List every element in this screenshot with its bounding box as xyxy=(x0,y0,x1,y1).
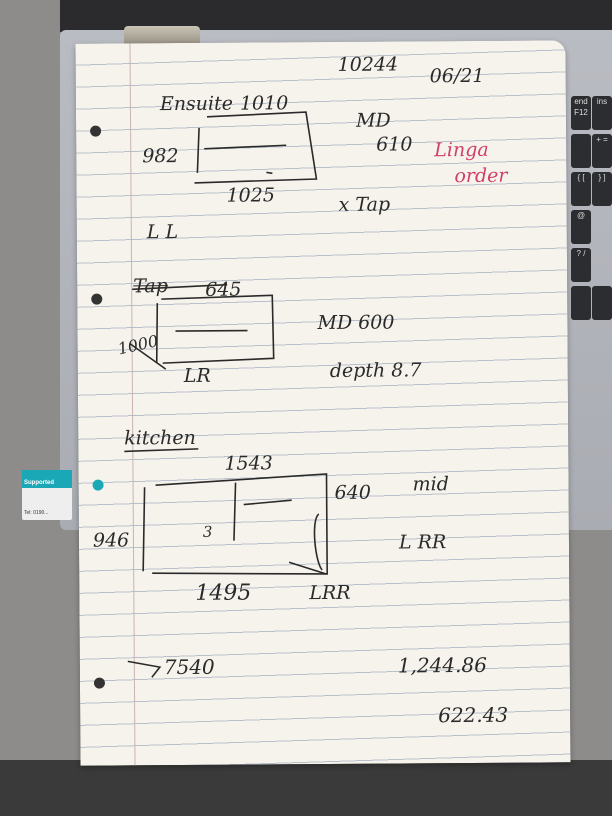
key-bracket-close: } ] xyxy=(592,172,612,206)
second-sketch xyxy=(129,283,275,370)
second-title: Tap xyxy=(133,275,168,298)
kitchen-title: kitchen xyxy=(124,426,196,450)
key-question: ? / xyxy=(571,248,591,282)
ensuite-sketch xyxy=(194,111,318,184)
linga-line1: Linga xyxy=(434,138,489,162)
ensuite-title: Ensuite xyxy=(159,92,234,116)
amount-total: 1,244.86 xyxy=(397,652,487,678)
note-date: 06/21 xyxy=(429,64,485,88)
kitchen-top: 1543 xyxy=(224,452,273,475)
key-at: @ xyxy=(571,210,591,244)
keyboard: end F12 ins + = { [ } ] @ ? / xyxy=(571,96,612,326)
ensuite-bottom: 1025 xyxy=(226,184,275,207)
ensuite-left: 982 xyxy=(142,145,179,168)
second-mid: MD 600 xyxy=(317,311,395,335)
key-up-down xyxy=(592,286,612,320)
ensuite-mid-value: 610 xyxy=(376,133,413,156)
note-number: 10244 xyxy=(337,53,399,76)
second-depth: depth 8.7 xyxy=(329,359,422,382)
arrow-mark xyxy=(127,660,162,678)
total-area: 7540 xyxy=(163,654,215,680)
key-plus: + = xyxy=(592,134,612,168)
key-left xyxy=(571,286,591,320)
second-bottom: LR xyxy=(183,364,211,387)
kitchen-bottom: 1495 xyxy=(195,580,252,606)
sticker-tel: Tel: 0190... xyxy=(24,510,49,516)
sticker-label: Supported xyxy=(22,470,72,488)
key-ins: ins xyxy=(592,96,612,130)
kitchen-inner: 3 xyxy=(202,522,213,541)
ensuite-corners: L L xyxy=(146,221,179,244)
lined-paper-note: 10244 06/21 Ensuite 1010 982 1025 MD 610… xyxy=(75,40,571,766)
ensuite-top: 1010 xyxy=(239,92,289,115)
kitchen-mid: mid xyxy=(412,473,449,496)
second-top: 645 xyxy=(205,278,242,301)
key-bracket-open: { [ xyxy=(571,172,591,206)
kitchen-corners: L RR xyxy=(398,531,447,554)
key-minus xyxy=(571,134,591,168)
ensuite-mid-label: MD xyxy=(355,109,391,132)
key-end: end F12 xyxy=(571,96,591,130)
linga-line2: order xyxy=(454,164,508,188)
desk-edge xyxy=(0,760,612,816)
kitchen-sketch xyxy=(124,448,328,575)
kitchen-left: 946 xyxy=(92,529,130,552)
kitchen-right: 640 xyxy=(334,481,371,504)
kitchen-bottom-corners: LRR xyxy=(309,581,351,605)
amount-half: 622.43 xyxy=(438,702,509,728)
support-sticker: Supported Tel: 0190... xyxy=(22,470,72,520)
ensuite-note: x Tap xyxy=(338,193,391,216)
sketches xyxy=(124,111,328,678)
